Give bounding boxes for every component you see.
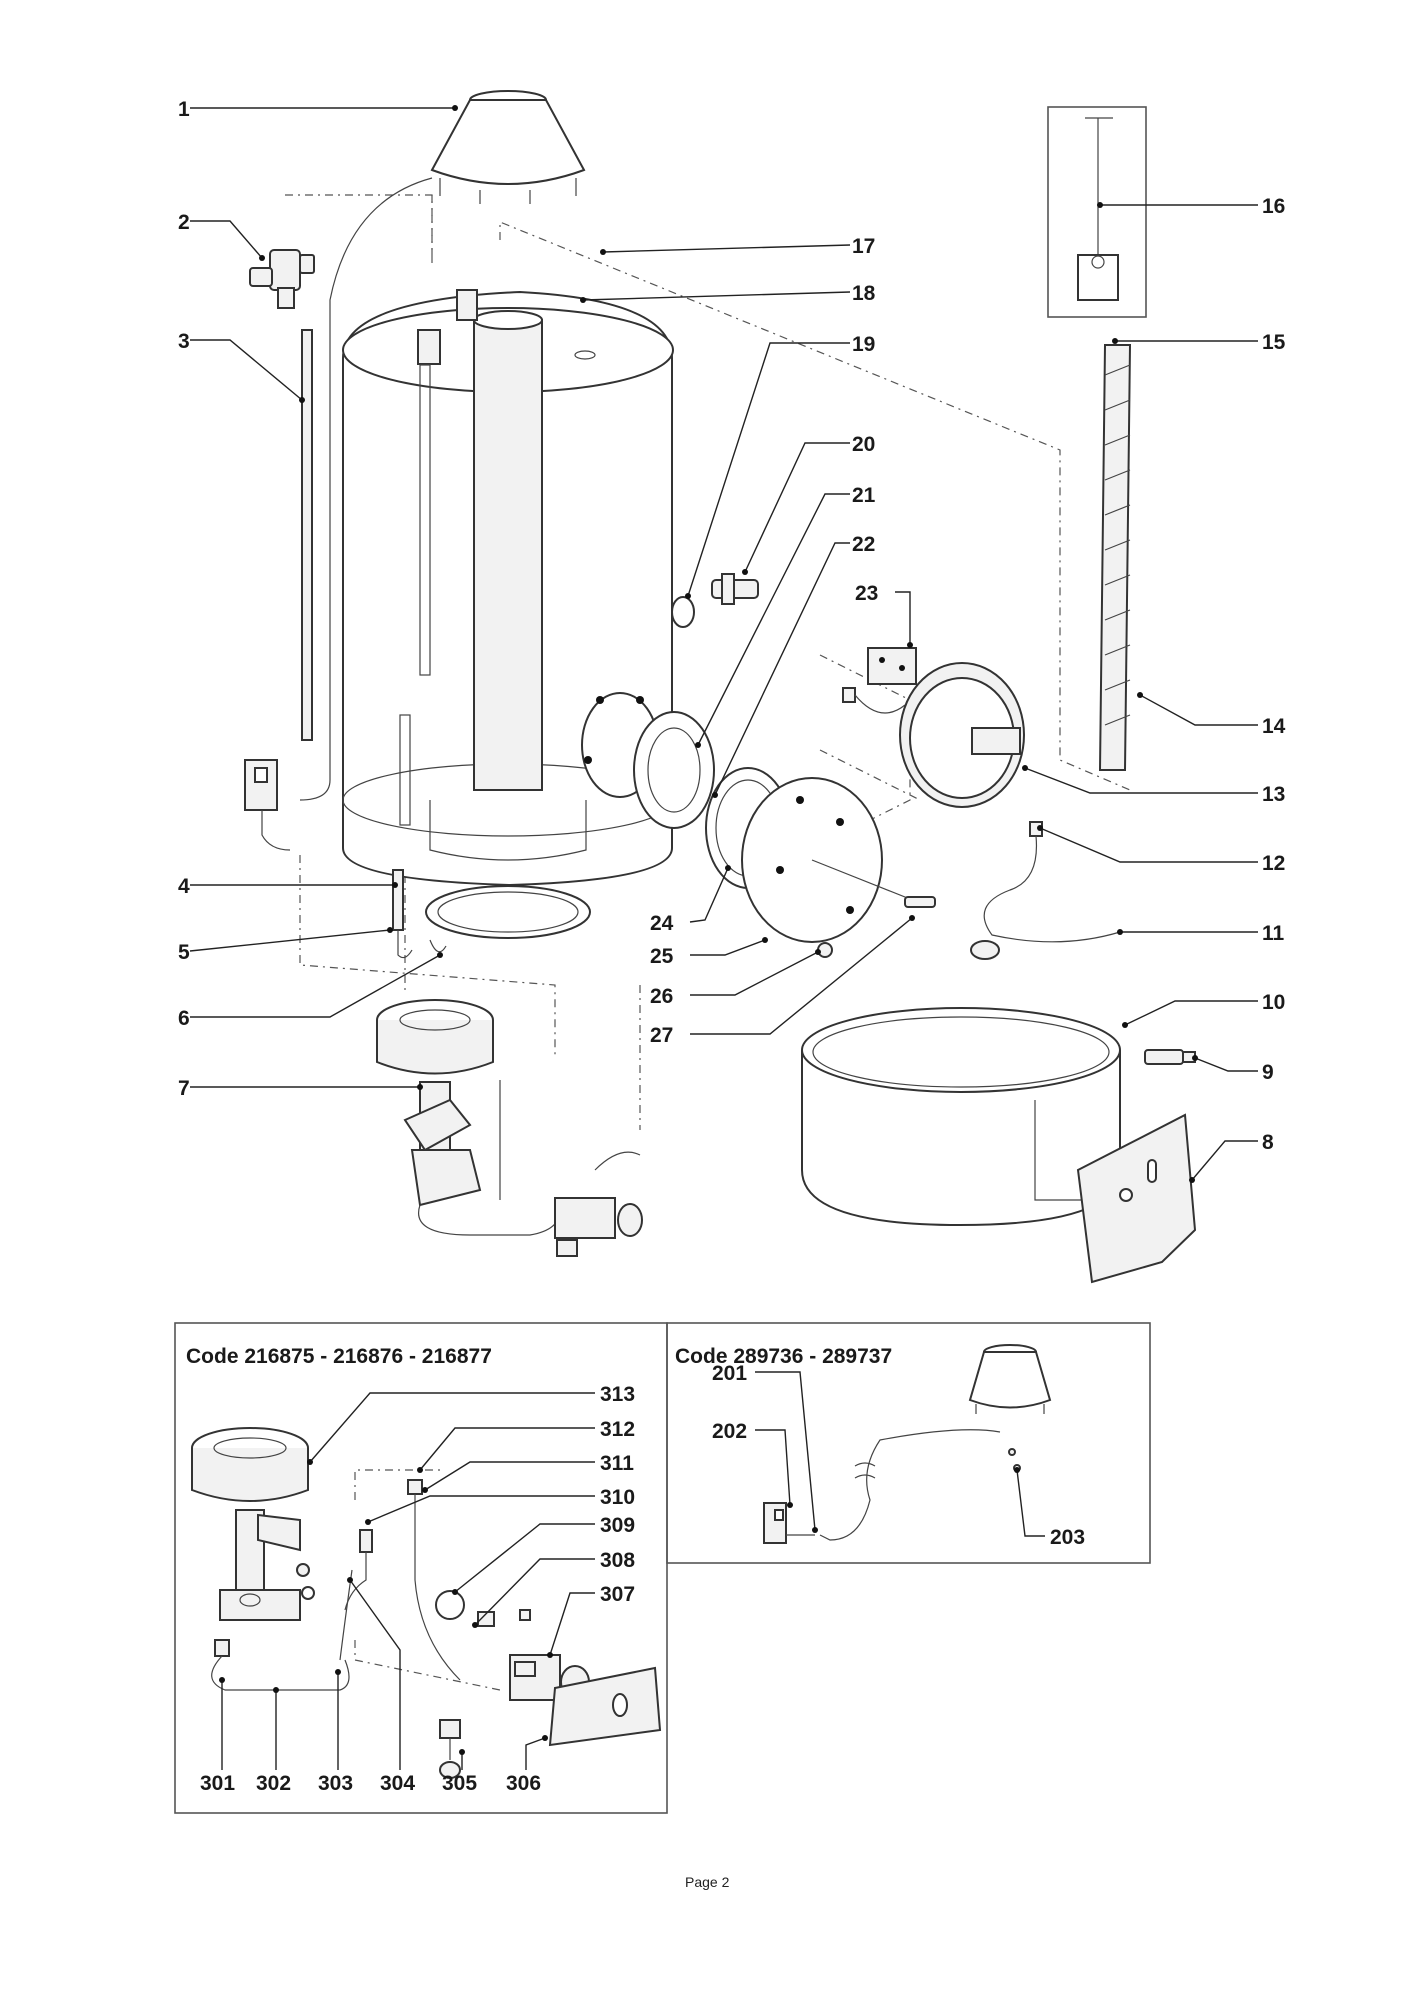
probe-27: [904, 896, 936, 908]
callout-202: 202: [712, 1420, 747, 1443]
base-gasket: [425, 885, 591, 939]
terminal-block: [842, 647, 917, 714]
callout-16: 16: [1262, 195, 1285, 218]
callout-5: 5: [178, 941, 190, 964]
power-cable: [970, 835, 1121, 960]
inset-right: Code 289736 - 289737 201 202 203: [666, 1322, 1151, 1564]
hanger-frame: [1047, 106, 1147, 318]
callout-24: 24: [650, 912, 674, 935]
callout-8: 8: [1262, 1131, 1274, 1154]
base-jacket: [801, 1007, 1121, 1227]
callout-310: 310: [600, 1486, 635, 1509]
callout-10: 10: [1262, 991, 1285, 1014]
callout-305: 305: [442, 1772, 477, 1795]
fitting-9: [1144, 1049, 1196, 1065]
callout-6: 6: [178, 1007, 190, 1030]
callout-12: 12: [1262, 852, 1285, 875]
anode-rod: [301, 329, 313, 741]
callout-26: 26: [650, 985, 673, 1008]
callout-313: 313: [600, 1383, 635, 1406]
callout-21: 21: [852, 484, 876, 507]
callout-306: 306: [506, 1772, 541, 1795]
draft-hood: [299, 90, 586, 801]
callout-203: 203: [1050, 1526, 1085, 1549]
callout-14: 14: [1262, 715, 1286, 738]
inset-right-title: Code 289736 - 289737: [675, 1345, 892, 1368]
callout-301: 301: [200, 1772, 235, 1795]
nipple-20: [711, 573, 759, 605]
callout-27: 27: [650, 1024, 673, 1047]
callout-23: 23: [855, 582, 878, 605]
callout-9: 9: [1262, 1061, 1274, 1084]
thermostat-box: [244, 759, 291, 851]
thermostat-cover: [899, 662, 1025, 808]
access-door: [1076, 1113, 1197, 1284]
callout-4: 4: [178, 875, 190, 898]
callouts-main: 1 2 3 4 5 6 7 24 25 26 27 23 17 18 19 20: [178, 98, 1286, 1183]
callout-309: 309: [600, 1514, 635, 1537]
callout-19: 19: [852, 333, 875, 356]
baffle-strip: [1098, 344, 1132, 771]
callout-1: 1: [178, 98, 190, 121]
probes: [392, 869, 447, 959]
callout-302: 302: [256, 1772, 291, 1795]
callout-20: 20: [852, 433, 875, 456]
flange-gasket: [633, 711, 715, 829]
assembly-lines: [285, 194, 1131, 1130]
page-number: Page 2: [685, 1874, 730, 1890]
tank-body: [342, 289, 674, 887]
callout-11: 11: [1262, 922, 1285, 945]
callout-201: 201: [712, 1362, 747, 1385]
flange-plate: [741, 777, 926, 943]
callout-308: 308: [600, 1549, 635, 1572]
callout-13: 13: [1262, 783, 1285, 806]
callout-3: 3: [178, 330, 190, 353]
callout-304: 304: [380, 1772, 415, 1795]
callout-17: 17: [852, 235, 875, 258]
callout-2: 2: [178, 211, 190, 234]
callout-312: 312: [600, 1418, 635, 1441]
inset-left: Code 216875 - 216876 - 216877: [174, 1322, 668, 1814]
callout-311: 311: [600, 1452, 634, 1475]
relief-valve: [249, 249, 315, 309]
callout-303: 303: [318, 1772, 353, 1795]
ring-19: [671, 596, 695, 628]
callout-18: 18: [852, 282, 876, 305]
burner-assembly: [376, 999, 643, 1257]
callout-7: 7: [178, 1077, 190, 1100]
callout-307: 307: [600, 1583, 635, 1606]
inset-left-title: Code 216875 - 216876 - 216877: [186, 1345, 492, 1368]
callout-25: 25: [650, 945, 674, 968]
callout-15: 15: [1262, 331, 1286, 354]
callout-22: 22: [852, 533, 875, 556]
